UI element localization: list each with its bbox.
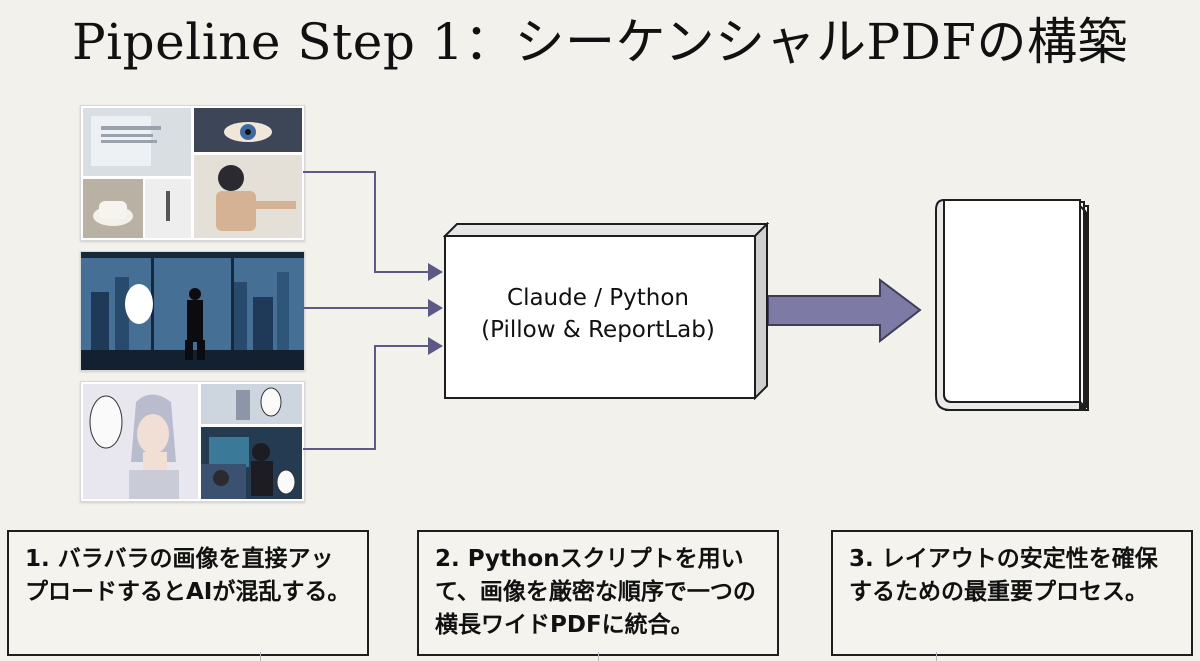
connector-arrowhead-2	[428, 299, 443, 317]
manga-page-thumbnail-2	[80, 251, 305, 371]
connector-3	[303, 345, 430, 450]
note-box-1: 1. バラバラの画像を直接アップロードするとAIが混乱する。	[7, 530, 369, 656]
connector-1	[303, 171, 430, 273]
divider-tick	[260, 652, 261, 661]
connector-arrowhead-3	[428, 337, 443, 355]
process-label: Claude / Python (Pillow & ReportLab)	[443, 282, 753, 346]
divider-tick	[936, 652, 937, 661]
pdf-document-icon	[935, 198, 1089, 411]
manga-page-illustration	[81, 382, 304, 501]
process-libraries: (Pillow & ReportLab)	[481, 317, 715, 343]
manga-page-illustration	[81, 106, 304, 240]
connector-arrowhead-1	[428, 263, 443, 281]
manga-page-thumbnail-1	[80, 105, 305, 241]
manga-page-thumbnail-3	[80, 381, 305, 502]
note-box-3: 3. レイアウトの安定性を確保するための最重要プロセス。	[831, 530, 1193, 656]
note-box-2: 2. Pythonスクリプトを用いて、画像を厳密な順序で一つの横長ワイドPDFに…	[417, 530, 779, 656]
output-arrow	[767, 278, 922, 344]
process-box	[443, 222, 769, 401]
manga-page-illustration	[81, 252, 304, 370]
process-tool-name: Claude / Python	[507, 285, 689, 311]
page-title: Pipeline Step 1：シーケンシャルPDFの構築	[72, 13, 1128, 71]
divider-tick	[598, 652, 599, 661]
